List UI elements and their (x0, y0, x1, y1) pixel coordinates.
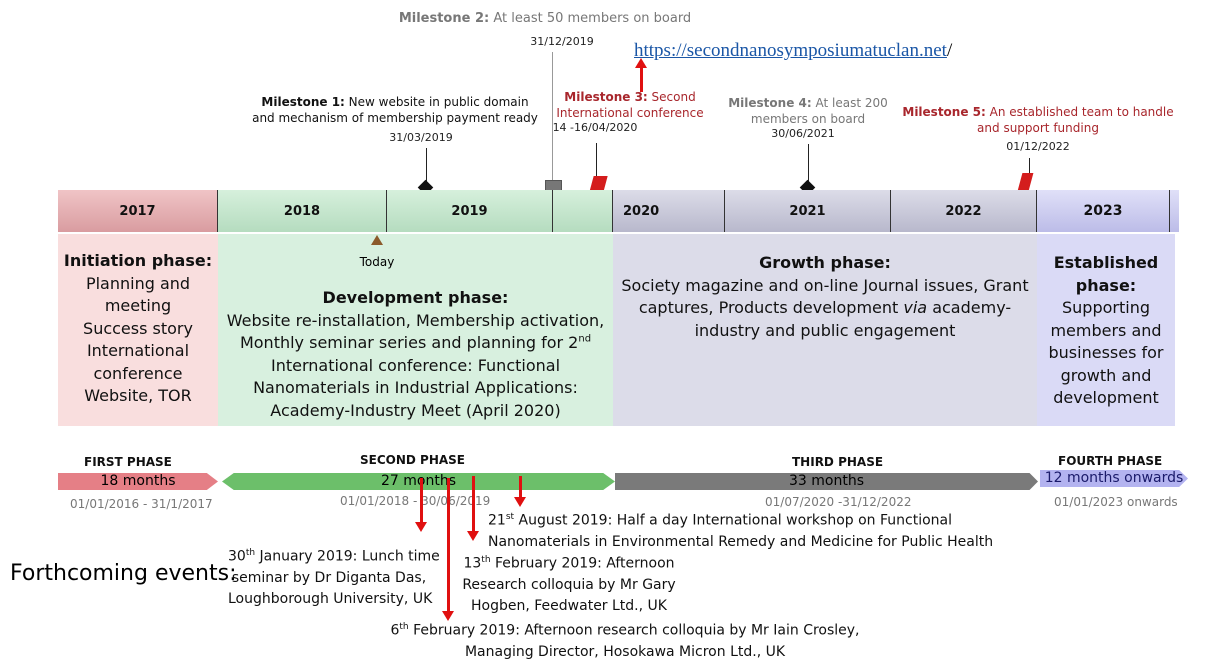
milestone-5-date: 01/12/2022 (1006, 140, 1070, 153)
third-phase-label: THIRD PHASE (792, 455, 884, 469)
first-phase-label: FIRST PHASE (84, 455, 172, 469)
milestone-2-date: 31/12/2019 (530, 35, 594, 48)
milestone-5-line (1029, 158, 1030, 173)
year-2019: 2019 (387, 190, 553, 232)
milestone-2-text: Milestone 2: At least 50 members on boar… (398, 11, 692, 26)
growth-phase-box: Growth phase: Society magazine and on-li… (613, 234, 1037, 426)
link-slash: / (946, 40, 953, 61)
website-link-wrap: https://secondnanosymposiumatuclan.net/ (634, 40, 952, 62)
milestone-5-text: Milestone 5: An established team to hand… (902, 105, 1174, 135)
phase-title: Growth phase: (759, 253, 891, 272)
arrow-down-icon (514, 497, 526, 507)
year-2020: 2020 (613, 190, 725, 232)
third-phase-dates: 01/07/2020 -31/12/2022 (765, 495, 912, 509)
milestone-3-line (596, 143, 597, 176)
milestone-3-date: 14 -16/04/2020 (552, 121, 638, 134)
first-phase-arrow: 18 months (58, 473, 218, 490)
fourth-phase-dates: 01/01/2023 onwards (1054, 495, 1178, 509)
milestone-1-date: 31/03/2019 (389, 131, 453, 144)
milestone-1-text: Milestone 1: New website in public domai… (252, 95, 538, 125)
year-2019-end (553, 190, 613, 232)
year-2017: 2017 (58, 190, 218, 232)
phase-title: Established (1053, 253, 1159, 272)
milestone-4-line (808, 144, 809, 184)
event-6-february: 6th February 2019: Afternoon research co… (390, 622, 860, 660)
year-2023: 2023 (1037, 190, 1170, 232)
phase-title: Development phase: (322, 288, 509, 307)
milestone-2-line (552, 52, 553, 180)
event-arrow-30jan (420, 478, 423, 524)
arrow-down-icon (415, 522, 427, 532)
year-2018: 2018 (218, 190, 387, 232)
year-2022: 2022 (891, 190, 1037, 232)
milestone-5-marker-icon (1017, 173, 1034, 191)
second-phase-arrow: 27 months (222, 473, 615, 490)
fourth-phase-label: FOURTH PHASE (1058, 454, 1163, 468)
milestone-4-date: 30/06/2021 (771, 127, 835, 140)
fourth-phase-arrow: 12 months onwards (1040, 470, 1188, 487)
event-21-august: 21st August 2019: Half a day Internation… (488, 512, 994, 550)
development-phase-box: Development phase: Website re-installati… (218, 234, 613, 426)
second-phase-label: SECOND PHASE (360, 453, 465, 467)
forthcoming-events-heading: Forthcoming events: (10, 561, 237, 586)
first-phase-dates: 01/01/2016 - 31/1/2017 (70, 497, 213, 511)
website-link[interactable]: https://secondnanosymposiumatuclan.net (634, 40, 947, 61)
phase-title: Initiation phase: (63, 251, 213, 270)
today-marker-icon (371, 235, 383, 245)
arrow-down-icon (442, 611, 454, 621)
event-arrow-13feb (472, 476, 475, 533)
second-phase-dates: 01/01/2018 - 30/06/2019 (340, 494, 491, 508)
milestone-1-line (426, 148, 427, 184)
event-arrow-21aug (519, 476, 522, 498)
year-2021: 2021 (725, 190, 891, 232)
event-arrow-6feb (447, 478, 450, 613)
third-phase-arrow: 33 months (615, 473, 1038, 490)
arrow-down-icon (467, 531, 479, 541)
link-arrow-up-icon (635, 58, 647, 68)
year-bar-end (1170, 190, 1179, 232)
link-arrow-shaft (640, 66, 643, 92)
today-label: Today (359, 255, 395, 269)
